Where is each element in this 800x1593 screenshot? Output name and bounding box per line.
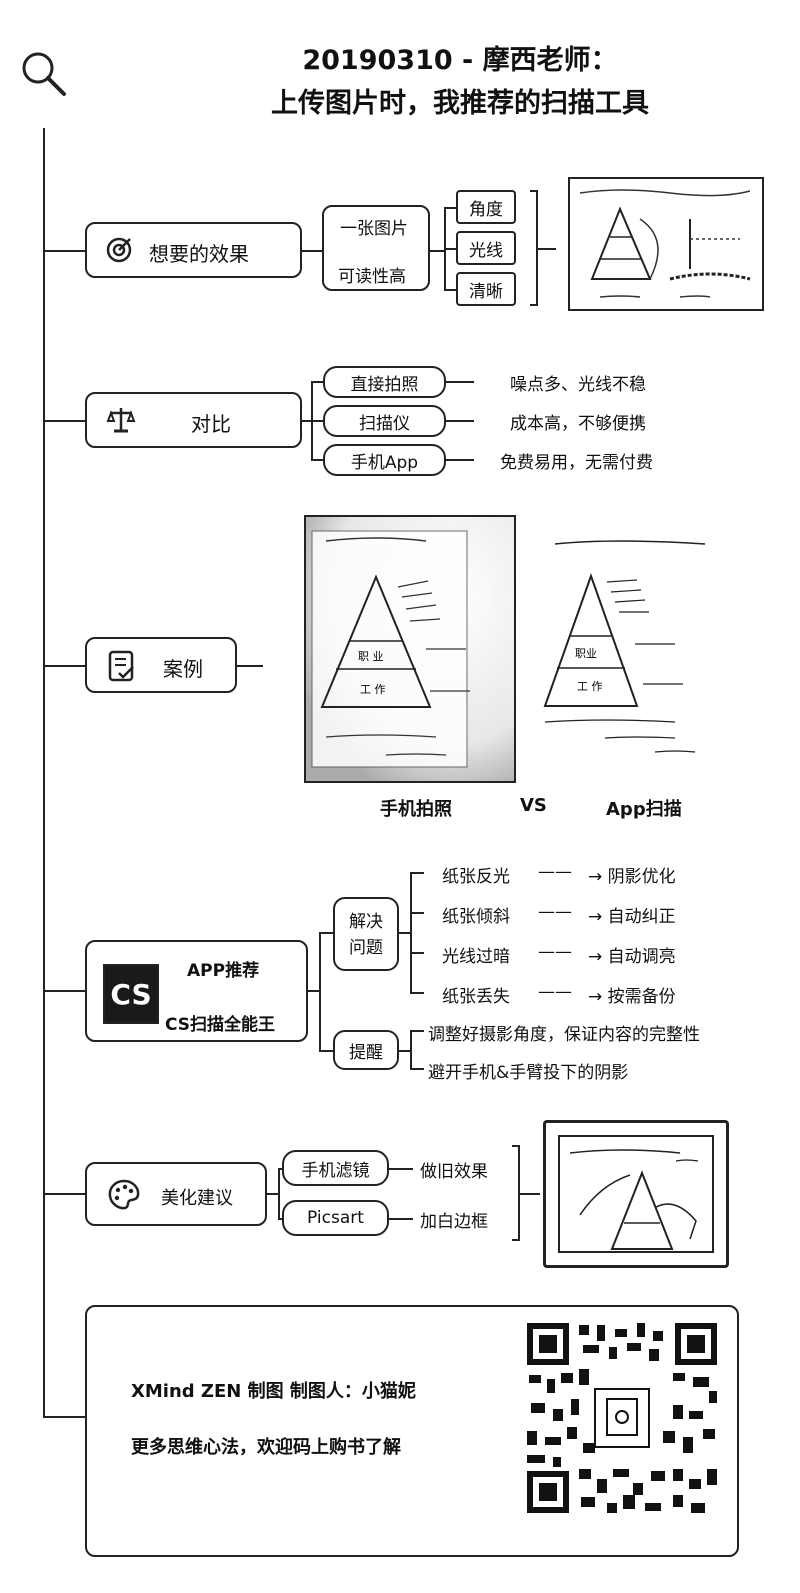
problem-fix: → 按需备份 — [588, 987, 676, 1007]
beautify-item-filter[interactable]: 手机滤镜 — [282, 1150, 389, 1186]
case-caption-app: App扫描 — [606, 799, 682, 820]
case-caption-vs: VS — [520, 795, 547, 816]
search-icon[interactable] — [18, 48, 70, 100]
problem-issue: 纸张丢失 — [442, 987, 510, 1007]
node-effect[interactable]: 想要的效果 — [85, 222, 302, 278]
node-beautify-label: 美化建议 — [161, 1188, 233, 1209]
tag-clarity[interactable]: 清晰 — [456, 272, 516, 306]
problem-dash: —— — [538, 862, 572, 882]
effect-sub-1: 一张图片 — [340, 219, 408, 239]
tip-node[interactable]: 提醒 — [333, 1030, 399, 1070]
node-compare-label: 对比 — [191, 412, 231, 436]
footer-line-2: 更多思维心法，欢迎码上购书了解 — [131, 1437, 401, 1458]
problem-issue: 光线过暗 — [442, 947, 510, 967]
beautify-note-filter: 做旧效果 — [420, 1162, 488, 1182]
case-caption-phone: 手机拍照 — [380, 799, 452, 820]
palette-icon — [107, 1178, 141, 1216]
node-app[interactable]: CS APP推荐 CS扫描全能王 — [85, 940, 308, 1042]
scan-pyramid-mid: 职业 — [575, 647, 597, 660]
solve-line-2: 问题 — [349, 938, 383, 958]
compare-note-photo: 噪点多、光线不稳 — [510, 375, 646, 395]
compare-note-scanner: 成本高，不够便携 — [510, 414, 646, 434]
sketch-image-effect — [568, 177, 764, 311]
compare-item-photo[interactable]: 直接拍照 — [323, 366, 446, 398]
problem-issue: 纸张反光 — [442, 867, 510, 887]
app-line-2: CS扫描全能王 — [165, 1015, 276, 1035]
beautify-note-picsart: 加白边框 — [420, 1212, 488, 1232]
problem-dash: —— — [538, 902, 572, 922]
qr-code[interactable] — [523, 1319, 721, 1517]
phone-pyramid-base: 工 作 — [360, 683, 386, 696]
solve-node[interactable]: 解决 问题 — [333, 897, 399, 971]
node-case[interactable]: 案例 — [85, 637, 237, 693]
phone-pyramid-mid: 职 业 — [358, 650, 384, 663]
problem-fix: → 自动调亮 — [588, 947, 676, 967]
tip-item: 调整好摄影角度，保证内容的完整性 — [428, 1025, 700, 1045]
checklist-icon — [107, 649, 137, 687]
target-icon — [105, 236, 133, 268]
problem-fix: → 阴影优化 — [588, 867, 676, 887]
effect-sub-box[interactable] — [322, 205, 430, 291]
tag-light[interactable]: 光线 — [456, 231, 516, 265]
case-image-scan: 职业 工 作 — [535, 530, 715, 760]
node-beautify[interactable]: 美化建议 — [85, 1162, 267, 1226]
problem-issue: 纸张倾斜 — [442, 907, 510, 927]
compare-item-scanner[interactable]: 扫描仪 — [323, 405, 446, 437]
footer-card: XMind ZEN 制图 制图人：小猫妮 更多思维心法，欢迎码上购书了解 — [85, 1305, 739, 1557]
problem-dash: —— — [538, 942, 572, 962]
title-line-2: 上传图片时，我推荐的扫描工具 — [271, 88, 649, 119]
tip-label: 提醒 — [349, 1042, 383, 1063]
page-title: 20190310 - 摩西老师： 上传图片时，我推荐的扫描工具 — [150, 38, 770, 120]
main-trunk — [43, 128, 45, 1418]
cs-logo-text: CS — [110, 977, 152, 1011]
tip-item: 避开手机&手臂投下的阴影 — [428, 1063, 629, 1083]
tag-angle[interactable]: 角度 — [456, 190, 516, 224]
node-case-label: 案例 — [163, 657, 203, 681]
title-line-1: 20190310 - 摩西老师： — [302, 45, 618, 76]
footer-line-1: XMind ZEN 制图 制图人：小猫妮 — [131, 1381, 416, 1402]
compare-item-app[interactable]: 手机App — [323, 444, 446, 476]
app-line-1: APP推荐 — [187, 961, 260, 981]
beautify-image — [543, 1120, 729, 1268]
compare-note-app: 免费易用，无需付费 — [500, 453, 653, 473]
problem-fix: → 自动纠正 — [588, 907, 676, 927]
solve-line-1: 解决 — [349, 912, 383, 932]
case-image-phone: 职 业 工 作 — [304, 515, 516, 783]
node-compare[interactable]: 对比 — [85, 392, 302, 448]
effect-sub-2: 可读性高 — [338, 267, 406, 287]
node-effect-label: 想要的效果 — [149, 242, 249, 266]
beautify-item-picsart[interactable]: Picsart — [282, 1200, 389, 1236]
cs-logo: CS — [103, 964, 159, 1024]
scale-icon — [105, 404, 137, 440]
scan-pyramid-base: 工 作 — [577, 680, 603, 693]
problem-dash: —— — [538, 982, 572, 1002]
